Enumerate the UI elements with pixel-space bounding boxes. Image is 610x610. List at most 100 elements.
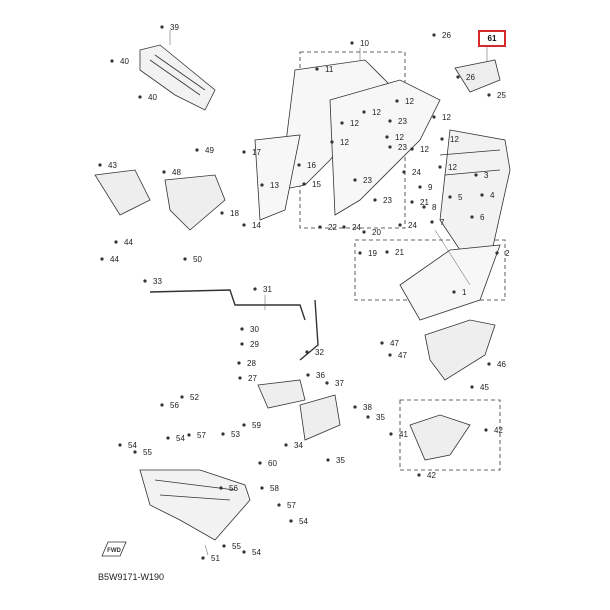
callout-44: 44 [110, 255, 119, 264]
fastener-dot [385, 135, 389, 139]
fastener-dot [362, 110, 366, 114]
fastener-dot [474, 173, 478, 177]
callout-15: 15 [312, 180, 321, 189]
fastener-dot [340, 121, 344, 125]
part-frame-13 [254, 134, 301, 221]
fastener-dot [325, 381, 329, 385]
fastener-dot [353, 178, 357, 182]
part-cover-39 [139, 44, 216, 111]
callout-4: 4 [490, 191, 495, 200]
fwd-label: FWD [107, 548, 121, 554]
callout-24: 24 [412, 168, 421, 177]
fastener-dot [306, 373, 310, 377]
fastener-dot [418, 185, 422, 189]
callout-37: 37 [335, 379, 344, 388]
callout-42: 42 [494, 426, 503, 435]
fastener-dot [318, 225, 322, 229]
part-panel-48 [164, 174, 226, 231]
callout-31: 31 [263, 285, 272, 294]
fastener-dot [430, 220, 434, 224]
callout-20: 20 [372, 228, 381, 237]
fastener-dot [395, 99, 399, 103]
fastener-dot [417, 473, 421, 477]
fastener-dot [470, 385, 474, 389]
callout-33: 33 [153, 277, 162, 286]
callout-19: 19 [368, 249, 377, 258]
callout-60: 60 [268, 459, 277, 468]
callout-28: 28 [247, 359, 256, 368]
fastener-dot [160, 403, 164, 407]
callout-26: 26 [466, 73, 475, 82]
callout-48: 48 [172, 168, 181, 177]
callout-45: 45 [480, 383, 489, 392]
fastener-dot [438, 165, 442, 169]
callout-23: 23 [398, 117, 407, 126]
fastener-dot [432, 115, 436, 119]
fastener-dot [277, 503, 281, 507]
callout-44: 44 [124, 238, 133, 247]
fastener-dot [353, 405, 357, 409]
callout-57: 57 [287, 501, 296, 510]
callout-52: 52 [190, 393, 199, 402]
callout-12: 12 [405, 97, 414, 106]
callout-59: 59 [252, 421, 261, 430]
callout-55: 55 [232, 542, 241, 551]
callout-10: 10 [360, 39, 369, 48]
fastener-dot [237, 361, 241, 365]
fastener-dot [242, 150, 246, 154]
fastener-dot [260, 183, 264, 187]
callout-12: 12 [420, 145, 429, 154]
fastener-dot [342, 225, 346, 229]
fastener-dot [221, 432, 225, 436]
callout-54: 54 [176, 434, 185, 443]
fastener-dot [388, 353, 392, 357]
callout-47: 47 [398, 351, 407, 360]
fastener-dot [253, 287, 257, 291]
callout-24: 24 [352, 223, 361, 232]
callout-54: 54 [128, 441, 137, 450]
fastener-dot [422, 205, 426, 209]
callout-7: 7 [440, 218, 445, 227]
fastener-dot [133, 450, 137, 454]
fastener-dot [456, 75, 460, 79]
callout-32: 32 [315, 348, 324, 357]
callout-41: 41 [399, 430, 408, 439]
fastener-dot [242, 223, 246, 227]
callout-12: 12 [442, 113, 451, 122]
highlight-part-number: 61 [487, 34, 497, 43]
fastener-dot [373, 198, 377, 202]
callout-23: 23 [398, 143, 407, 152]
fastener-dot [484, 428, 488, 432]
fastener-dot [358, 251, 362, 255]
callout-38: 38 [363, 403, 372, 412]
part-panel-43 [94, 169, 151, 216]
fastener-dot [240, 342, 244, 346]
fastener-dot [305, 350, 309, 354]
callout-29: 29 [250, 340, 259, 349]
fastener-dot [362, 230, 366, 234]
callout-36: 36 [316, 371, 325, 380]
fastener-dot [330, 140, 334, 144]
fastener-dot [187, 433, 191, 437]
callout-46: 46 [497, 360, 506, 369]
callout-25: 25 [497, 91, 506, 100]
callout-56: 56 [170, 401, 179, 410]
callout-40: 40 [148, 93, 157, 102]
fastener-dot [162, 170, 166, 174]
part-canister-34 [299, 394, 341, 441]
highlight-box [478, 30, 506, 47]
fastener-dot [366, 415, 370, 419]
fastener-dot [220, 211, 224, 215]
callout-12: 12 [340, 138, 349, 147]
fastener-dot [180, 395, 184, 399]
callout-50: 50 [193, 255, 202, 264]
callout-9: 9 [428, 183, 433, 192]
part-panel-45 [424, 319, 496, 381]
fastener-dot [138, 95, 142, 99]
fastener-dot [238, 376, 242, 380]
callout-8: 8 [432, 203, 437, 212]
callout-35: 35 [376, 413, 385, 422]
fastener-dot [315, 67, 319, 71]
